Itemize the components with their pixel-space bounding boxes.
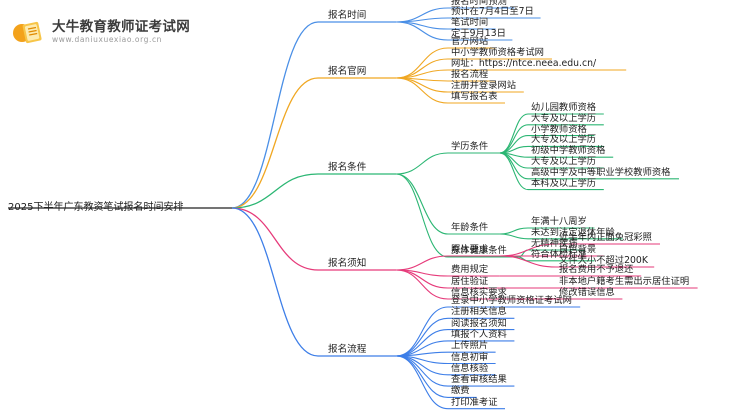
branch-link-0 — [231, 21, 319, 209]
branch-2: 报名条件 — [328, 162, 367, 173]
node-3-1: 费用规定 — [451, 264, 489, 275]
branch-4: 报名流程 — [328, 344, 367, 355]
node-2-0-1: 大专及以上学历 — [531, 112, 597, 124]
logo-title: 大牛教育教师证考试网 — [52, 19, 190, 35]
node-2-1: 年龄条件 — [451, 222, 489, 233]
node-2-2: 身体健康条件 — [451, 245, 507, 256]
node-3-3-0: 修改错误信息 — [559, 287, 615, 298]
node-2-0-0: 幼儿园教师资格 — [531, 102, 597, 113]
node-1-0: 官方网站 — [451, 36, 489, 47]
link-4-8 — [395, 355, 449, 398]
node-3-0-0: 近半年内正面免冠彩照 — [559, 232, 652, 243]
node-4-9: 打印准考证 — [451, 396, 498, 408]
node-4-0: 登录中小学教师资格证考试网 — [451, 295, 572, 306]
branch-link-3 — [231, 207, 319, 271]
node-2-0-3: 大专及以上学历 — [531, 134, 597, 146]
node-2-0-5: 大专及以上学历 — [531, 156, 597, 167]
link-1-5 — [395, 77, 449, 104]
node-3-0-1: 白色背景 — [559, 244, 597, 255]
node-2-2-0: 无精神疾病 — [531, 238, 578, 249]
branch-link-4 — [231, 207, 319, 357]
mindmap-root: 2025下半年广东教资笔试报名时间安排 — [8, 202, 184, 213]
node-4-1: 注册相关信息 — [451, 306, 507, 318]
node-2-2-1: 符合体检标准 — [531, 248, 587, 260]
logo-url: www.daniuxuexiao.org.cn — [52, 35, 163, 44]
node-3-3: 信息核实要求 — [451, 287, 507, 298]
link-2-0-1 — [499, 124, 529, 154]
node-3-2-0: 非本地户籍考生需出示居住证明 — [559, 276, 690, 287]
branch-link-1 — [231, 77, 319, 209]
link-2-1-1 — [499, 233, 529, 240]
link-2-1 — [395, 173, 449, 235]
link-2-1-0 — [499, 227, 529, 235]
node-4-3: 填报个人资料 — [451, 328, 507, 340]
node-3-0: 照片要求 — [451, 244, 489, 255]
node-3-0-2: 文件大小不超过200K — [559, 255, 648, 266]
node-0-3: 定于9月13日 — [451, 28, 506, 39]
node-2-0-4: 初级中学教师资格 — [531, 145, 606, 157]
node-0-1: 预计在7月4日至7日 — [451, 6, 534, 17]
node-1-1: 中小学教师资格考试网 — [451, 47, 544, 58]
link-3-0 — [395, 255, 449, 271]
node-3-2: 居住验证 — [451, 276, 489, 287]
link-4-9 — [395, 355, 449, 410]
node-4-2: 阅读报名须知 — [451, 317, 507, 329]
book-logo-icon — [12, 18, 46, 46]
node-2-0: 学历条件 — [451, 141, 489, 152]
node-0-0: 报名时间预测 — [451, 0, 507, 7]
branch-1: 报名官网 — [328, 66, 367, 77]
node-4-8: 缴费 — [451, 385, 470, 397]
node-2-0-2: 小学教师资格 — [531, 123, 587, 135]
node-4-4: 上传照片 — [451, 340, 489, 352]
link-3-3 — [395, 269, 449, 300]
node-1-2: 网址：https://ntce.neea.edu.cn/ — [451, 58, 597, 69]
link-1-1 — [395, 58, 449, 79]
branch-link-2 — [231, 173, 319, 209]
site-logo: 大牛教育教师证考试网 www.daniuxuexiao.org.cn — [12, 18, 190, 46]
link-4-1 — [395, 317, 449, 357]
node-2-0-6: 高级中学及中等职业学校教师资格 — [531, 166, 671, 178]
node-4-7: 查看审核结果 — [451, 374, 507, 386]
link-0-1 — [395, 17, 449, 23]
node-2-1-1: 未达到法定退休年龄 — [531, 226, 615, 238]
node-1-4: 注册并登录网站 — [451, 80, 517, 91]
node-2-1-0: 年满十八周岁 — [531, 216, 587, 227]
node-0-2: 笔试时间 — [451, 17, 489, 28]
link-2-2 — [395, 173, 449, 258]
node-4-5: 信息初审 — [451, 351, 489, 363]
link-2-0-7 — [499, 152, 529, 191]
link-4-6 — [395, 355, 449, 376]
link-0-3 — [395, 21, 449, 41]
link-2-0 — [395, 152, 449, 175]
branch-3: 报名须知 — [328, 258, 367, 269]
branch-0: 报名时间 — [328, 10, 367, 21]
node-1-3: 报名流程 — [451, 69, 489, 80]
node-3-1-0: 报名费用不予退还 — [559, 264, 634, 275]
node-2-0-7: 本科及以上学历 — [531, 177, 597, 189]
node-1-5: 填写报名表 — [451, 91, 498, 102]
node-4-6: 信息核验 — [451, 362, 489, 374]
link-3-0-2 — [499, 255, 557, 268]
